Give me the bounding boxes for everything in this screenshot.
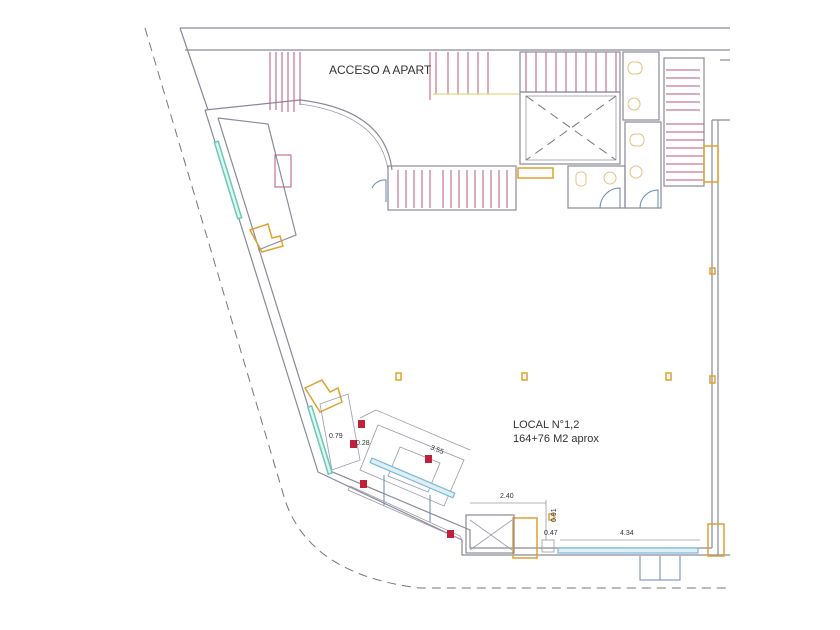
stairs-top-mid (429, 52, 520, 100)
access-label: ACCESO A APART (329, 63, 432, 77)
stairs-top-right (519, 51, 621, 93)
access-area (204, 99, 393, 253)
electrical-fixtures (350, 420, 454, 538)
columns (303, 267, 725, 559)
dimension-label: 4.34 (620, 530, 634, 537)
elevator-shaft (517, 91, 621, 179)
dimension-label: 0.91 (551, 508, 558, 522)
bathrooms (371, 51, 662, 209)
stairs-top-left (269, 52, 301, 112)
property-boundary (144, 27, 730, 589)
dimension-label: 3.55 (429, 444, 444, 456)
local-area: 164+76 M2 aprox (513, 433, 599, 445)
dimension-label: 0.28 (356, 440, 370, 447)
storefront (306, 393, 700, 581)
stairs-bottom (387, 165, 517, 211)
stairs-right (663, 57, 719, 187)
exterior-walls (179, 27, 730, 556)
dimension-label: 0.79 (329, 433, 343, 440)
dimension-label: 2.40 (500, 493, 514, 500)
dimension-label: 0.47 (544, 530, 558, 537)
local-title: LOCAL N°1,2 (513, 419, 579, 431)
